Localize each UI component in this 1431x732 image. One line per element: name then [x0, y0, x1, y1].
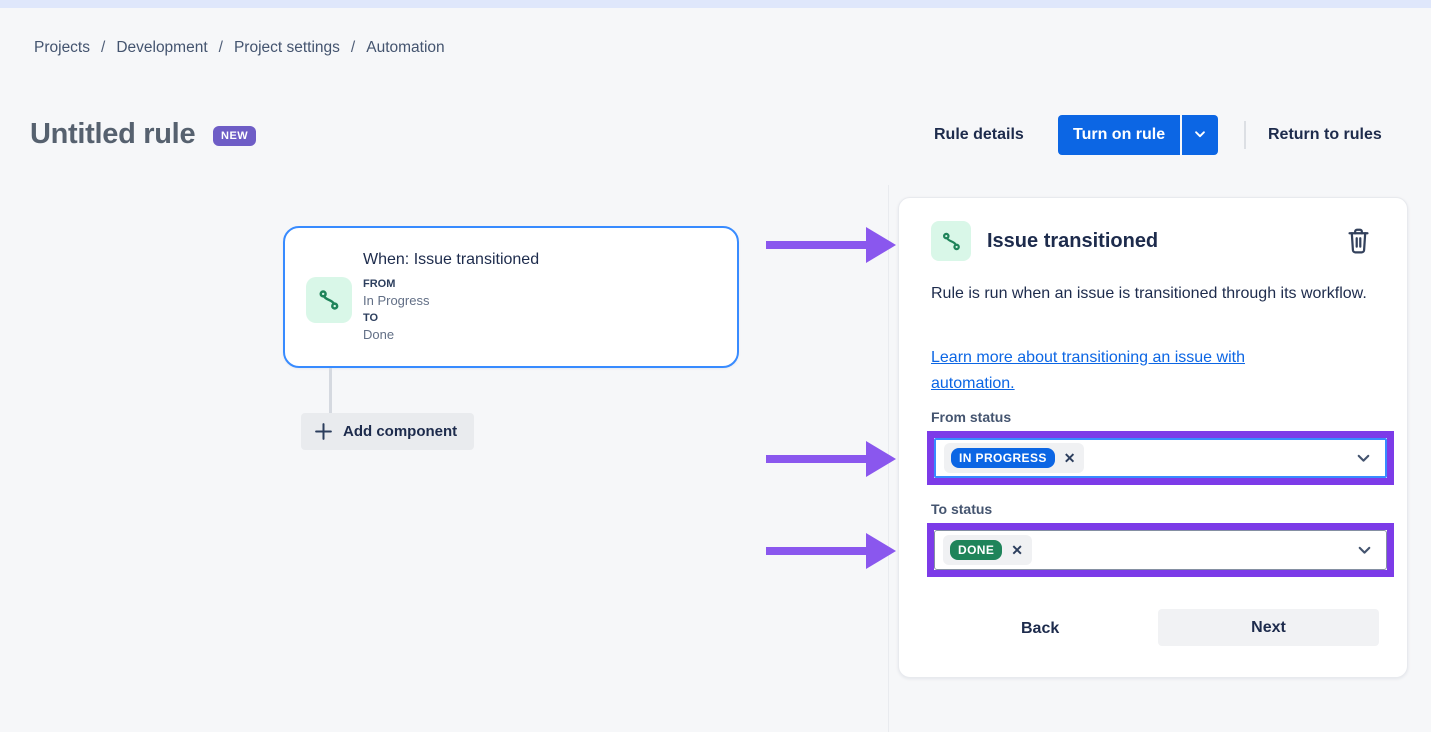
from-status-tag-chip: IN PROGRESS ✕: [944, 443, 1085, 473]
page-title: Untitled rule: [30, 118, 196, 150]
breadcrumb-projects[interactable]: Projects: [34, 39, 90, 56]
trigger-to-label: TO: [363, 312, 379, 324]
rule-details-button[interactable]: Rule details: [934, 126, 1024, 143]
chevron-down-icon: [1356, 542, 1373, 559]
breadcrumb: Projects / Development / Project setting…: [34, 39, 445, 57]
to-status-label: To status: [931, 501, 993, 517]
new-badge: NEW: [213, 126, 257, 146]
turn-on-rule-button[interactable]: Turn on rule: [1058, 115, 1181, 155]
breadcrumb-separator: /: [218, 39, 223, 56]
annotation-box-to-status: DONE ✕: [927, 523, 1394, 577]
remove-tag-icon[interactable]: ✕: [1063, 450, 1076, 466]
annotation-box-from-status: IN PROGRESS ✕: [927, 431, 1394, 485]
turn-on-rule-dropdown-button[interactable]: [1182, 115, 1219, 155]
breadcrumb-separator: /: [101, 39, 106, 56]
trigger-details-panel: Issue transitioned Rule is run when an i…: [898, 197, 1408, 678]
issue-transitioned-icon: [931, 221, 971, 261]
breadcrumb-development[interactable]: Development: [116, 39, 208, 56]
plus-icon: [314, 422, 333, 441]
trigger-to-value: Done: [363, 327, 395, 342]
trigger-card-body: When: Issue transitioned FROM In Progres…: [363, 251, 539, 345]
back-button[interactable]: Back: [1011, 610, 1069, 647]
trigger-card-title: When: Issue transitioned: [363, 251, 540, 268]
next-button[interactable]: Next: [1158, 609, 1379, 646]
flow-connector-line: [329, 368, 332, 413]
to-status-select[interactable]: DONE ✕: [934, 530, 1387, 570]
trash-icon: [1345, 228, 1372, 258]
delete-trigger-button[interactable]: [1343, 224, 1374, 260]
from-status-select[interactable]: IN PROGRESS ✕: [934, 438, 1387, 478]
annotation-arrow-to-status: [766, 533, 896, 569]
header-divider: [1244, 121, 1246, 149]
from-status-label: From status: [931, 409, 1012, 425]
done-lozenge: DONE: [950, 540, 1003, 560]
top-strip: [0, 0, 1431, 8]
breadcrumb-separator: /: [350, 39, 356, 56]
remove-tag-icon[interactable]: ✕: [1011, 542, 1024, 558]
breadcrumb-automation[interactable]: Automation: [366, 39, 445, 56]
panel-title: Issue transitioned: [987, 230, 1159, 252]
add-component-button[interactable]: Add component: [301, 413, 475, 450]
panel-description: Rule is run when an issue is transitione…: [931, 285, 1367, 302]
chevron-down-icon: [1193, 127, 1207, 144]
to-status-tag-chip: DONE ✕: [943, 535, 1033, 565]
turn-on-rule-split-button: Turn on rule: [1058, 115, 1219, 155]
learn-more-link[interactable]: Learn more about transitioning an issue …: [931, 349, 1245, 392]
annotation-arrow-panel-header: [766, 227, 896, 263]
trigger-from-value: In Progress: [363, 293, 430, 308]
return-to-rules-button[interactable]: Return to rules: [1268, 126, 1382, 143]
trigger-card[interactable]: When: Issue transitioned FROM In Progres…: [283, 226, 739, 368]
issue-transitioned-icon: [306, 277, 352, 323]
in-progress-lozenge: IN PROGRESS: [951, 448, 1055, 468]
breadcrumb-project-settings[interactable]: Project settings: [233, 39, 340, 56]
annotation-arrow-from-status: [766, 441, 896, 477]
trigger-from-label: FROM: [363, 278, 396, 290]
add-component-label: Add component: [343, 423, 458, 440]
chevron-down-icon: [1355, 450, 1372, 467]
